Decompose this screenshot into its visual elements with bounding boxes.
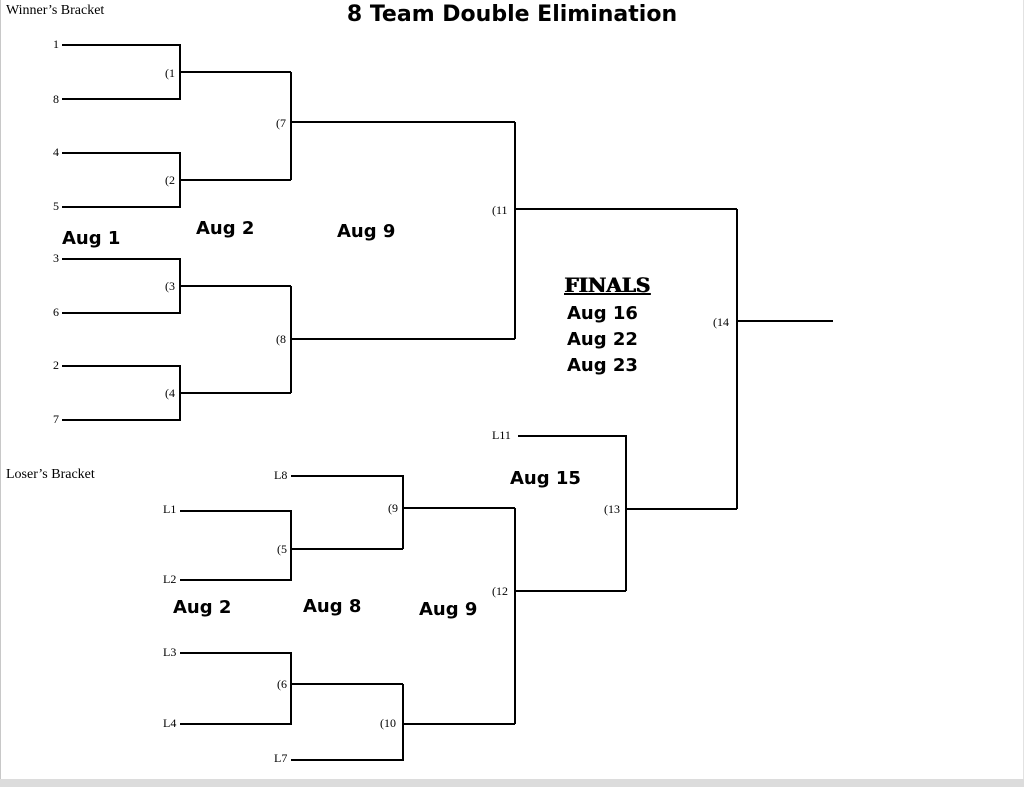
winners-bracket-label: Winner’s Bracket: [6, 3, 105, 18]
finals-heading: FINALS: [564, 273, 650, 297]
match-number: (2: [165, 173, 175, 187]
loser-entry: L7: [274, 751, 288, 765]
seed-label: 7: [53, 412, 59, 426]
seed-label: 8: [53, 92, 59, 106]
match-10-bracket: [291, 684, 515, 761]
match-5-bracket: [180, 510, 403, 581]
seed-label: 4: [53, 145, 59, 159]
round-date: Aug 8: [303, 596, 362, 617]
round-date: Aug 9: [337, 221, 396, 242]
match-number: (12: [492, 584, 508, 598]
match-7-bracket: [290, 72, 515, 180]
page-edge-bottom: [0, 779, 1024, 787]
match-4-bracket: [62, 365, 291, 421]
loser-entry: L4: [163, 716, 177, 730]
round-date: Aug 2: [173, 597, 232, 618]
round-date: Aug 9: [419, 599, 478, 620]
match-number: (14: [713, 315, 729, 329]
round-date: Aug 1: [62, 228, 121, 249]
loser-entry: L11: [492, 428, 511, 442]
match-number: (11: [492, 203, 508, 217]
round-date: Aug 2: [196, 218, 255, 239]
round-date: Aug 15: [510, 468, 581, 489]
match-number: (7: [276, 116, 286, 130]
loser-entry: L1: [163, 502, 177, 516]
match-number: (3: [165, 279, 175, 293]
loser-entry: L3: [163, 645, 177, 659]
match-6-bracket: [180, 652, 403, 725]
match-13-bracket: [518, 435, 737, 591]
match-number: (13: [604, 502, 620, 516]
match-12-bracket: [514, 508, 626, 724]
page-title: 8 Team Double Elimination: [346, 2, 678, 27]
match-number: (4: [165, 386, 175, 400]
match-number: (5: [277, 542, 287, 556]
match-number: (10: [380, 716, 396, 730]
finals-date: Aug 22: [567, 329, 638, 350]
match-8-bracket: [290, 286, 515, 393]
match-3-bracket: [62, 258, 291, 314]
seed-label: 1: [53, 37, 59, 51]
losers-bracket-label: Loser’s Bracket: [6, 467, 95, 482]
match-number: (8: [276, 332, 286, 346]
match-number: (1: [165, 66, 175, 80]
match-2-bracket: [62, 152, 291, 208]
match-number: (6: [277, 677, 287, 691]
loser-entry: L8: [274, 468, 288, 482]
seed-label: 3: [53, 251, 59, 265]
seed-label: 2: [53, 358, 59, 372]
match-11-bracket: [514, 122, 737, 339]
match-9-bracket: [291, 475, 515, 549]
seed-label: 5: [53, 199, 59, 213]
seed-label: 6: [53, 305, 59, 319]
match-14-bracket: [736, 209, 833, 509]
loser-entry: L2: [163, 572, 177, 586]
page-edge-left: [0, 0, 1, 787]
match-1-bracket: [62, 44, 291, 100]
finals-date: Aug 16: [567, 303, 638, 324]
finals-date: Aug 23: [567, 355, 638, 376]
match-number: (9: [388, 501, 398, 515]
